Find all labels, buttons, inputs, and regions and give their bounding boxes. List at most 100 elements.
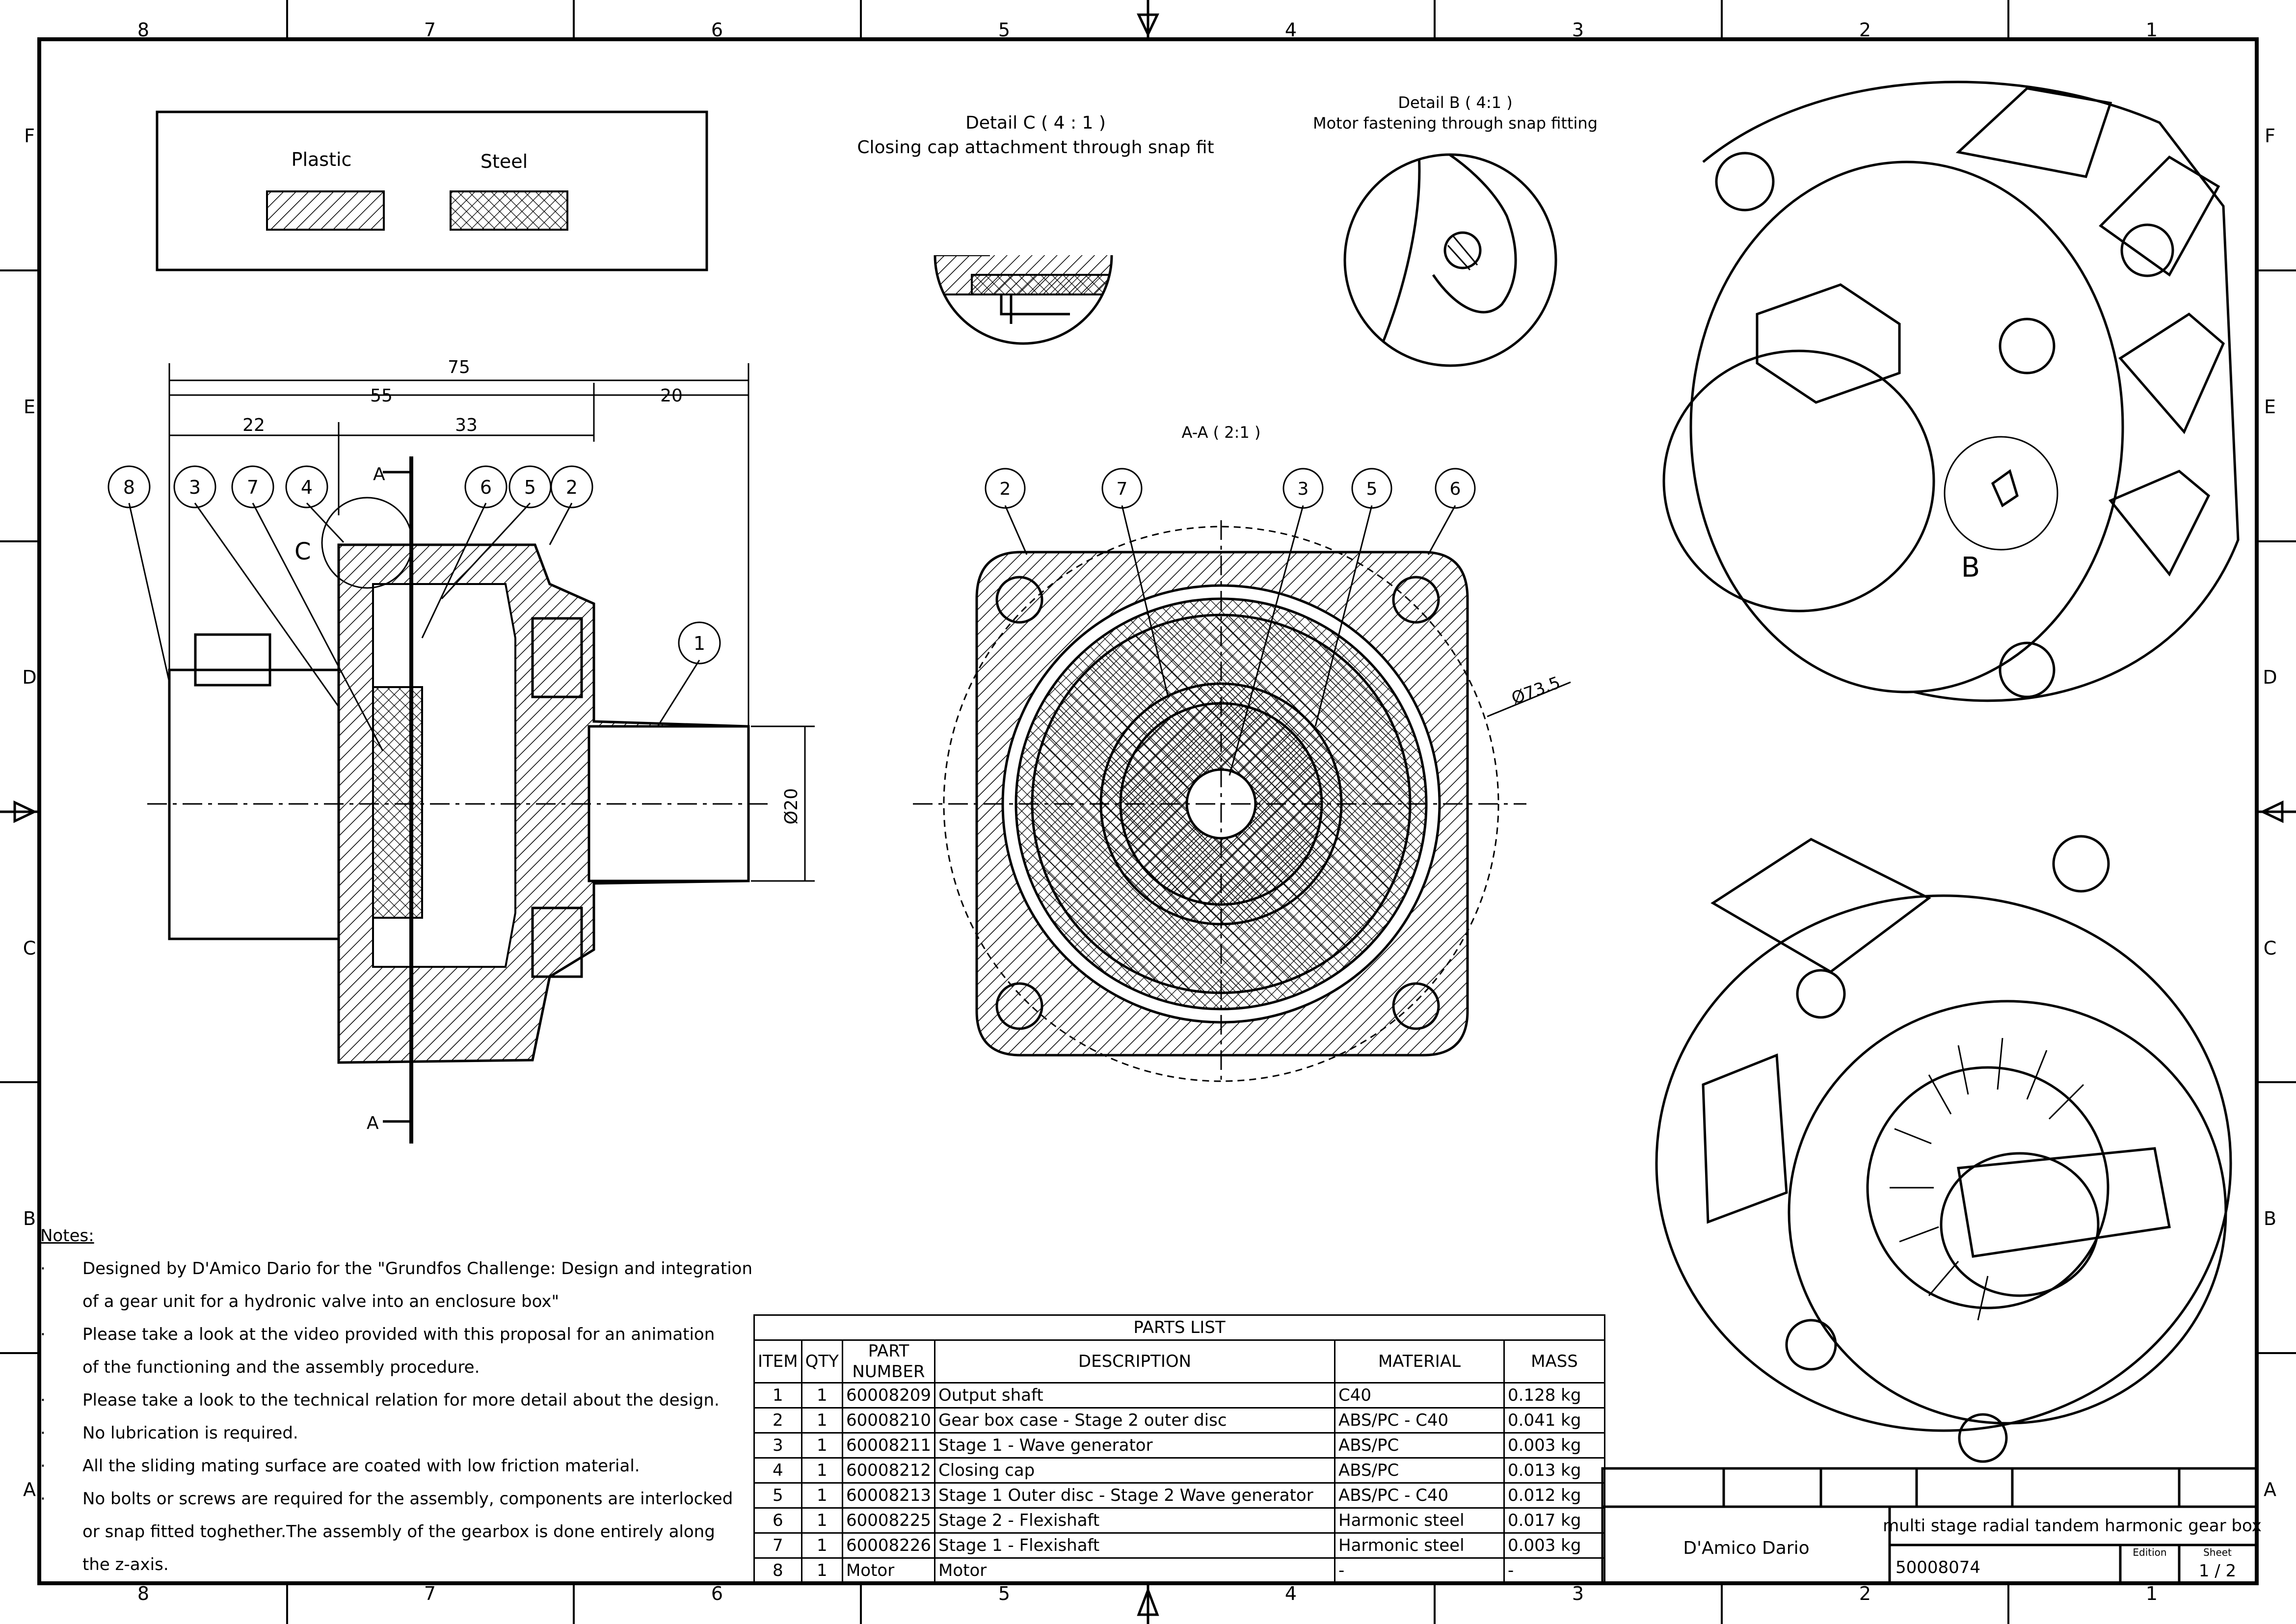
parts-list-cell: 1 xyxy=(801,1382,843,1409)
parts-list-cell: Gear box case - Stage 2 outer disc xyxy=(934,1407,1335,1434)
note-text: or snap fitted toghether.The assembly of… xyxy=(82,1522,715,1542)
parts-list-cell: Harmonic steel xyxy=(1334,1532,1505,1559)
svg-text:2: 2 xyxy=(1000,479,1011,499)
side-balloon-2: 2 xyxy=(550,465,593,508)
dim-75: 75 xyxy=(448,357,470,377)
parts-list-table: PARTS LIST ITEM QTY PART NUMBER DESCRIPT… xyxy=(753,1314,1605,1584)
row-label: E xyxy=(24,396,35,418)
parts-list-cell: - xyxy=(1503,1557,1605,1584)
svg-text:5: 5 xyxy=(524,477,536,498)
svg-text:3: 3 xyxy=(1298,479,1309,499)
parts-list-cell: 3 xyxy=(753,1432,802,1459)
svg-text:2: 2 xyxy=(566,477,578,498)
parts-list-cell: 0.012 kg xyxy=(1503,1482,1605,1509)
section-balloon-3: 3 xyxy=(1282,468,1324,509)
row-label: D xyxy=(22,666,36,688)
parts-list-cell: Stage 2 - Flexishaft xyxy=(934,1507,1335,1534)
column-label: 1 xyxy=(2146,19,2158,41)
parts-list-cell: Motor xyxy=(934,1557,1335,1584)
parts-list-cell: 2 xyxy=(753,1407,802,1434)
side-balloon-7: 7 xyxy=(231,465,274,508)
row-label: E xyxy=(2264,396,2276,418)
section-balloon-7: 7 xyxy=(1101,468,1143,509)
section-aa-view: A-A ( 2:1 ) Ø73.5 2 7 3 5 6 xyxy=(913,423,1571,1085)
svg-text:6: 6 xyxy=(1450,479,1461,499)
col-item: ITEM xyxy=(753,1339,802,1384)
parts-list-cell: Stage 1 - Wave generator xyxy=(934,1432,1335,1459)
parts-list-cell: 0.013 kg xyxy=(1503,1457,1605,1484)
parts-list-cell: 60008225 xyxy=(841,1507,936,1534)
edition-label: Edition xyxy=(2133,1546,2166,1558)
note-line: · All the sliding mating surface are coat… xyxy=(40,1450,762,1483)
column-label: 6 xyxy=(711,19,723,41)
parts-list-cell: Stage 1 Outer disc - Stage 2 Wave genera… xyxy=(934,1482,1335,1509)
parts-list-cell: - xyxy=(1334,1557,1505,1584)
dim-20: 20 xyxy=(660,386,683,406)
column-label: 1 xyxy=(2146,1583,2158,1604)
parts-list-cell: 0.017 kg xyxy=(1503,1507,1605,1534)
parts-list-cell: Output shaft xyxy=(934,1382,1335,1409)
parts-list-cell: 60008209 xyxy=(841,1382,936,1409)
detail-b-title: Detail B ( 4:1 ) xyxy=(1398,93,1512,112)
parts-list-cell: Motor xyxy=(841,1557,936,1584)
note-line: of the functioning and the assembly proc… xyxy=(40,1351,762,1384)
note-bullet: · xyxy=(40,1259,46,1278)
side-balloon-4: 4 xyxy=(285,465,328,508)
parts-list-cell: ABS/PC - C40 xyxy=(1334,1407,1505,1434)
plastic-label: Plastic xyxy=(292,149,352,170)
sheet-number: 1 / 2 xyxy=(2199,1561,2236,1581)
note-line: or snap fitted toghether.The assembly of… xyxy=(40,1516,762,1548)
note-bullet: · xyxy=(40,1456,46,1476)
row-label: C xyxy=(2264,937,2277,959)
section-balloon-5: 5 xyxy=(1351,468,1392,509)
column-label: 3 xyxy=(1572,1583,1584,1604)
parts-list-cell: 0.003 kg xyxy=(1503,1432,1605,1459)
parts-list-cell: Closing cap xyxy=(934,1457,1335,1484)
material-legend: Plastic Steel xyxy=(156,110,708,271)
parts-list-title: PARTS LIST xyxy=(753,1314,1605,1341)
note-bullet: · xyxy=(40,1390,46,1410)
section-diameter: Ø73.5 xyxy=(1509,673,1563,709)
parts-list-cell: 60008213 xyxy=(841,1482,936,1509)
parts-list-cell: 60008226 xyxy=(841,1532,936,1559)
parts-list-cell: 1 xyxy=(801,1482,843,1509)
zone-labels: 8 7 6 5 4 3 2 1 8 7 6 5 4 3 2 1 F E D C … xyxy=(22,19,2277,1604)
note-text: Please take a look to the technical rela… xyxy=(82,1390,720,1410)
detail-b-view: Detail B ( 4:1 ) Motor fastening through… xyxy=(1313,93,1598,367)
column-label: 8 xyxy=(137,1583,149,1604)
parts-list-cell: Harmonic steel xyxy=(1334,1507,1505,1534)
row-label: B xyxy=(23,1208,36,1229)
parts-list-cell: ABS/PC xyxy=(1334,1457,1505,1484)
parts-list-cell: 1 xyxy=(753,1382,802,1409)
row-label: A xyxy=(23,1479,36,1500)
note-line: ·No bolts or screws are required for the… xyxy=(40,1483,762,1516)
drawing-title: multi stage radial tandem harmonic gear … xyxy=(1883,1516,2262,1536)
notes-title: Notes: xyxy=(40,1226,94,1246)
parts-list-cell: 60008212 xyxy=(841,1457,936,1484)
svg-text:1: 1 xyxy=(694,633,705,654)
parts-list-cell: ABS/PC xyxy=(1334,1432,1505,1459)
row-label: C xyxy=(23,937,36,959)
column-label: 2 xyxy=(1859,19,1871,41)
steel-label: Steel xyxy=(481,151,528,172)
row-label: F xyxy=(2265,125,2275,147)
note-bullet: · xyxy=(40,1423,46,1443)
row-label: B xyxy=(2264,1208,2276,1229)
note-text: of the functioning and the assembly proc… xyxy=(82,1358,480,1377)
side-section-view: 75 55 20 22 33 A A C Ø20 8 3 7 4 6 5 2 1 xyxy=(107,357,815,1144)
svg-text:3: 3 xyxy=(189,477,201,498)
parts-list-cell: C40 xyxy=(1334,1382,1505,1409)
section-aa-title: A-A ( 2:1 ) xyxy=(1182,423,1261,442)
col-description: DESCRIPTION xyxy=(934,1339,1335,1384)
note-line: ·Please take a look at the video provide… xyxy=(40,1318,762,1351)
detail-b-marker: B xyxy=(1961,552,1980,584)
note-line: of a gear unit for a hydronic valve into… xyxy=(40,1285,762,1318)
note-text: All the sliding mating surface are coate… xyxy=(82,1456,640,1476)
